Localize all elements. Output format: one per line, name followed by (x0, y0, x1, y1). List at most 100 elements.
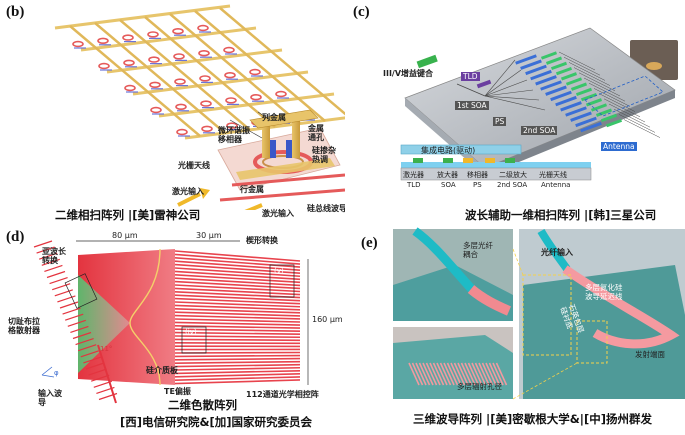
panel-letter-b: (b) (6, 4, 25, 20)
ring-phase-cell (250, 93, 262, 101)
array-waveguide (174, 342, 301, 345)
ring-phase-cell (97, 37, 109, 44)
label-optical-antenna: 光栅天线 (178, 161, 210, 170)
grating-tooth (65, 313, 84, 321)
label-box-iv: (iv) (185, 328, 197, 336)
grating-tooth (72, 331, 92, 340)
soa-bar (555, 66, 573, 76)
array-waveguide (174, 314, 301, 320)
array-waveguide (174, 250, 301, 262)
radiator-line (464, 362, 476, 386)
radiator-line (446, 362, 459, 386)
soa-bar (600, 113, 618, 123)
layer-laser: 激光器 (403, 171, 424, 179)
grating-tooth (46, 270, 66, 279)
label-dielectric: 硅介质板 (146, 366, 178, 375)
layer-amp: 放大器 (437, 171, 458, 179)
label-te: TE偏振 (164, 387, 191, 396)
label-laser-input-1: 激光输入 (172, 187, 204, 196)
label-fiber-in: 光纤输入 (541, 248, 573, 257)
tld-bar (476, 79, 492, 89)
array-waveguide (174, 354, 301, 358)
ring-phase-cell (174, 78, 186, 85)
grating-tooth (91, 374, 110, 382)
soa-bar (595, 108, 613, 117)
caption-e: 三维波导阵列 |[美]密歇根大学&|[中]扬州群发 (413, 412, 652, 426)
radiator-line (443, 362, 455, 386)
radiator-line (492, 362, 504, 386)
array-waveguide (174, 297, 301, 305)
soa-bar (540, 51, 558, 60)
column-metal-bar (219, 7, 345, 116)
grating-tooth (44, 264, 63, 272)
array-waveguide (174, 280, 301, 290)
ps-bar (550, 90, 572, 102)
radiator-line (408, 362, 420, 386)
sub-ant: Antenna (541, 181, 571, 189)
radiator-line (457, 362, 469, 386)
grating-tooth (67, 319, 86, 327)
label-delay: 多层氮化硅 波导延迟线 (585, 283, 623, 301)
dim-160um: 160 μm (312, 315, 343, 324)
ring-phase-cell (150, 106, 162, 114)
ps-bar (545, 85, 567, 96)
panel-d-grating-illustration (33, 240, 309, 404)
ring-phase-cell (224, 71, 236, 79)
panel-c: (c) III/V增益键合 TLD 1st SOA PS 2nd SOA (345, 0, 685, 225)
laser-input-arrow-2 (244, 203, 263, 210)
soa-array (476, 51, 623, 133)
radiator-line (460, 362, 473, 386)
sub-soa2: 2nd SOA (497, 181, 528, 189)
label-emit-face: 发射端面 (635, 350, 665, 359)
label-soa1: 1st SOA (455, 101, 489, 110)
grating-tooth (80, 350, 99, 358)
array-waveguide (174, 267, 301, 278)
radiator-line (453, 362, 466, 386)
caption-c: 波长辅助一维相扫阵列 |[韩]三星公司 (465, 208, 657, 222)
ps-bar (555, 95, 577, 107)
array-waveguide (174, 291, 301, 299)
radiator-line (429, 362, 441, 386)
grating-tooth (39, 252, 58, 260)
label-antenna: Antenna (601, 142, 637, 151)
caption-b: 二维相扫阵列 |[美]雷神公司 (55, 208, 201, 222)
grating-tooth (70, 325, 89, 333)
ring-phase-cell (173, 53, 185, 60)
sub-soa: SOA (441, 181, 456, 189)
soa-bar (575, 87, 593, 97)
array-waveguide (174, 308, 301, 314)
label-metal-via: 金属 通孔 (308, 124, 324, 142)
label-ps: PS (493, 117, 507, 126)
grating-tooth (57, 295, 76, 303)
radiator-line (425, 362, 438, 386)
grating-tooth (59, 301, 79, 309)
array-waveguide (174, 260, 301, 271)
radiator-line (485, 362, 497, 386)
ring-phase-cell (147, 31, 159, 38)
layer-ant: 光栅天线 (539, 171, 567, 179)
array-waveguide (174, 376, 301, 381)
ring-phase-cell (198, 49, 210, 57)
ps-bar (570, 111, 592, 122)
soa-bar (550, 61, 568, 71)
ring-phase-cell (176, 128, 188, 136)
radiator-line (411, 362, 424, 386)
label-box-v: (v) (274, 267, 284, 275)
dim-80um: 80 μm (112, 231, 138, 240)
column-metal-bar (69, 25, 201, 137)
label-taper: 楔形转换 (246, 236, 278, 245)
ring-phase-cell (175, 103, 187, 111)
ring-phase-cell (275, 90, 287, 98)
radiator-line (488, 362, 501, 386)
array-waveguide (174, 274, 301, 284)
ps-bar (535, 75, 557, 86)
array-waveguide (174, 335, 301, 339)
array-waveguide (174, 321, 301, 326)
caption-d-line1: 二维色散阵列 (168, 398, 237, 412)
radiator-line (481, 362, 494, 386)
row-metal-bar (132, 70, 309, 96)
layer-phase: 移相器 (467, 171, 488, 179)
row-metal-bar (184, 116, 345, 140)
panel-e: (e) 多层光纤 耦合 光纤输入 多层氮化硅 波导延迟线 石英包层 硅衬底 发射… (345, 225, 685, 435)
soa-bar (580, 92, 598, 102)
